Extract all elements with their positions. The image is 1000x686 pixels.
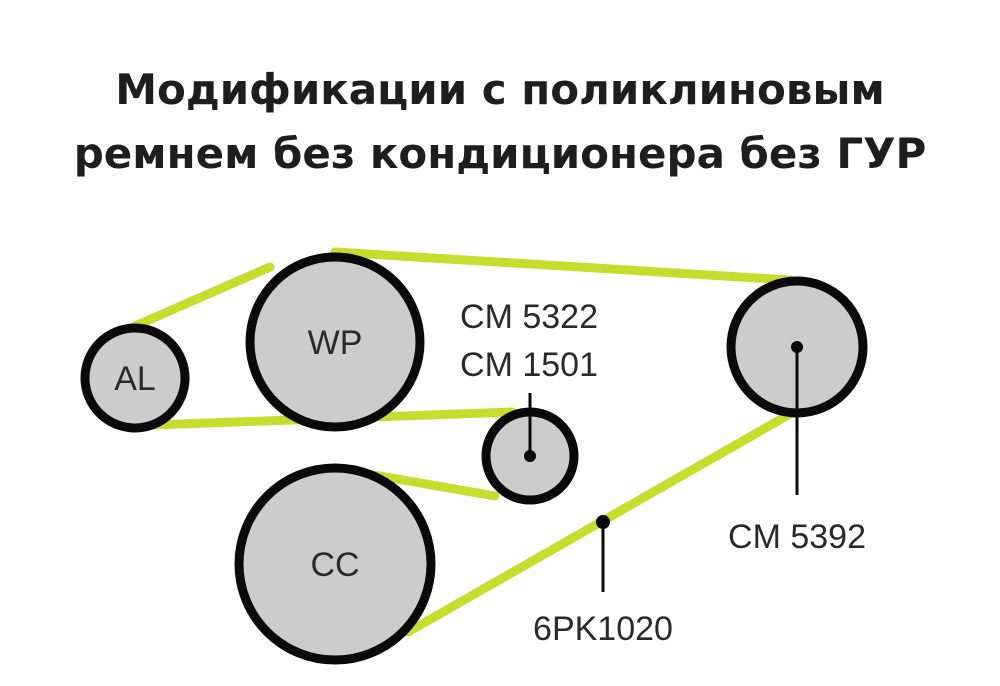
- belt-segment-al-wp-top: [130, 262, 275, 331]
- callout-idler-1: CM 5322: [460, 298, 598, 336]
- pulley-al-label: AL: [114, 360, 156, 398]
- belt-segment-wp-tensioner-top: [330, 247, 795, 285]
- pulley-wp: WP: [245, 252, 425, 432]
- pulley-wp-label: WP: [308, 324, 363, 362]
- callout-tensioner: CM 5392: [728, 518, 866, 556]
- leader-lines: [528, 347, 799, 592]
- pulley-cc: CC: [234, 463, 436, 665]
- diagram-title: Модификации с поликлиновым ремнем без ко…: [0, 58, 1000, 186]
- pulley-al: AL: [80, 323, 190, 433]
- callout-belt: 6PK1020: [533, 610, 673, 648]
- pulley-cc-label: CC: [310, 546, 359, 584]
- belt-callout-dot: [596, 515, 610, 529]
- title-line-2: ремнем без кондиционера без ГУР: [73, 129, 927, 178]
- callout-idler-2: CM 1501: [460, 346, 598, 384]
- title-line-1: Модификации с поликлиновым: [115, 65, 885, 114]
